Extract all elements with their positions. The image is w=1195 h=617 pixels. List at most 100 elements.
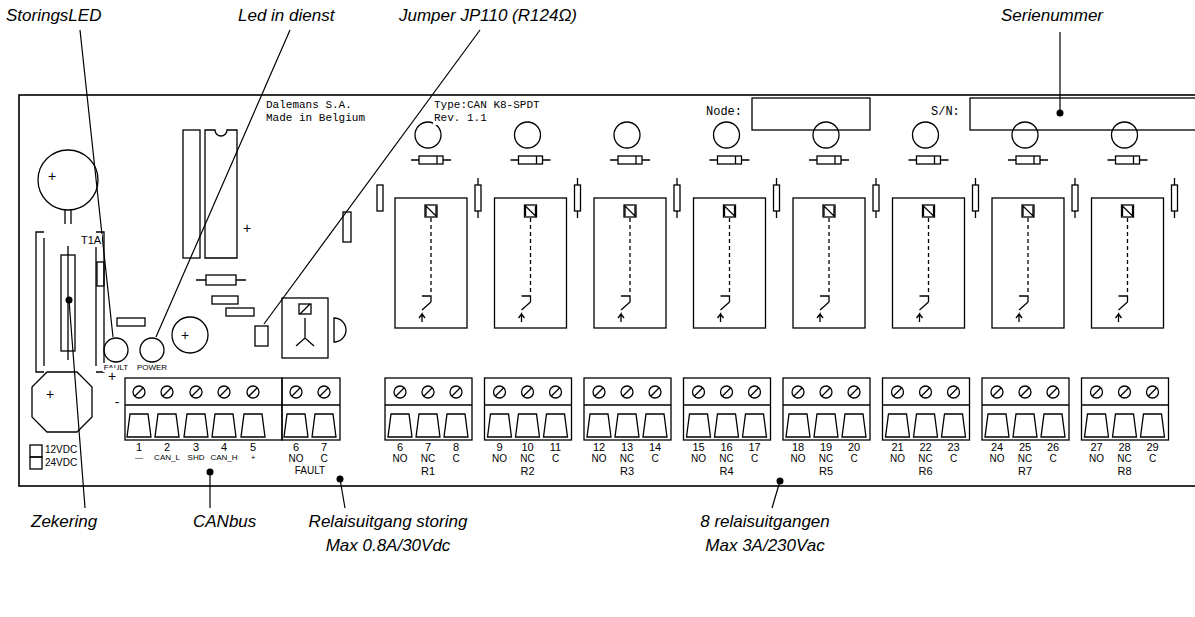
terminal-clamp	[444, 414, 468, 437]
terminal-clamp	[544, 414, 568, 437]
relay-coil	[924, 206, 934, 216]
board-repeated	[127, 122, 1178, 440]
pin-number: 12	[592, 441, 606, 454]
screw-slot	[651, 388, 659, 396]
terminal-clamp	[416, 414, 440, 437]
terminal-screw	[133, 386, 145, 398]
resistor-lead	[875, 178, 876, 218]
diode-symbol	[519, 156, 543, 164]
silkscreen-text: Type:CAN K8-SPDT	[433, 99, 541, 112]
resistor-symbol	[774, 185, 780, 211]
led-symbol	[913, 122, 939, 148]
pin-number: 17	[747, 441, 761, 454]
terminal-clamp	[184, 414, 208, 437]
terminal-clamp	[516, 414, 540, 437]
terminal-screw	[290, 386, 302, 398]
voltage-label: 12VDC	[44, 444, 78, 456]
contact-name: NO	[491, 453, 508, 465]
relay-coil	[1023, 206, 1033, 216]
leader-line	[80, 30, 113, 337]
relay-contact	[419, 314, 425, 322]
silkscreen-text: Rev. 1.1	[433, 112, 488, 125]
pin-number: 1	[135, 441, 143, 454]
terminal-screw	[792, 386, 804, 398]
leader-line	[69, 300, 85, 508]
resistor-symbol	[1172, 185, 1178, 211]
screw-slot	[192, 388, 200, 396]
terminal-clamp	[312, 414, 336, 437]
terminal-screw	[161, 386, 173, 398]
relay-terminal-block	[883, 378, 970, 440]
polarity-mark: -	[114, 394, 121, 410]
diode-lead	[809, 156, 849, 164]
terminal-divider	[982, 404, 1069, 405]
pin-number: 21	[890, 441, 904, 454]
screw-slot	[822, 388, 830, 396]
pin-number: 11	[549, 441, 562, 454]
field-label: S/N:	[930, 106, 961, 120]
diode-lead	[1108, 156, 1148, 164]
fuse-rating: T1A	[80, 234, 102, 247]
relay-contact	[817, 314, 823, 322]
resistor-lead	[196, 279, 246, 280]
pin-number: 6	[396, 441, 404, 454]
relay-link	[828, 218, 829, 292]
terminal-screw	[218, 386, 230, 398]
contact-name: NC	[619, 453, 635, 465]
diode-symbol	[419, 156, 443, 164]
contact-name: NC	[420, 453, 436, 465]
relay-coil	[525, 205, 537, 217]
diode-symbol	[1116, 156, 1140, 164]
contact-name: NO	[288, 453, 305, 465]
pin-number: 4	[220, 441, 228, 454]
contact-name: C	[750, 453, 759, 465]
resistor-lead	[577, 178, 578, 218]
contact-name: NC	[718, 453, 734, 465]
diode-lead	[1008, 156, 1048, 164]
terminal-screw	[892, 386, 904, 398]
transistor-symbol	[334, 318, 346, 342]
terminal-clamp	[1013, 414, 1037, 437]
relay-terminal-block	[783, 378, 870, 440]
terminal-screw	[820, 386, 832, 398]
resistor-symbol	[97, 262, 104, 286]
screw-slot	[623, 388, 631, 396]
terminal-screw	[721, 386, 733, 398]
relay-link	[928, 218, 929, 292]
callout-label: 8 relaisuitgangen	[699, 512, 830, 532]
contact-name: NC	[519, 453, 535, 465]
contact-name: C	[319, 453, 328, 465]
relay-coil	[923, 205, 935, 217]
pin-number: 19	[819, 441, 833, 454]
relay-name: R1	[420, 465, 436, 478]
output-name: FAULT	[294, 465, 326, 477]
capacitor-lead	[70, 210, 71, 224]
relay-coil	[824, 206, 834, 216]
terminal-clamp	[155, 414, 179, 437]
contact-name: NC	[1116, 453, 1132, 465]
relay-coil	[1022, 205, 1034, 217]
board-static	[19, 95, 1195, 486]
pin-number: 10	[520, 441, 534, 454]
fault-led	[104, 338, 128, 362]
leader-line	[156, 30, 290, 337]
terminal-clamp	[388, 414, 412, 437]
callout-label: Serienummer	[1000, 6, 1104, 26]
resistor-lead	[676, 178, 677, 218]
relay-body	[893, 198, 965, 328]
pin-number: 9	[495, 441, 503, 454]
leader-dot	[1057, 110, 1064, 117]
screw-slot	[1121, 388, 1129, 396]
relay-body	[992, 198, 1064, 328]
signal-name: CAN_H	[209, 453, 238, 462]
node-field	[752, 98, 870, 130]
screw-slot	[1021, 388, 1029, 396]
leader-line	[772, 481, 780, 508]
screw-slot	[1149, 388, 1157, 396]
screw-slot	[850, 388, 858, 396]
resistor-symbol	[1072, 185, 1078, 211]
screw-slot	[751, 388, 759, 396]
voltage-selector	[30, 445, 42, 457]
relay-coil	[625, 206, 635, 216]
signal-name: +	[250, 453, 257, 462]
